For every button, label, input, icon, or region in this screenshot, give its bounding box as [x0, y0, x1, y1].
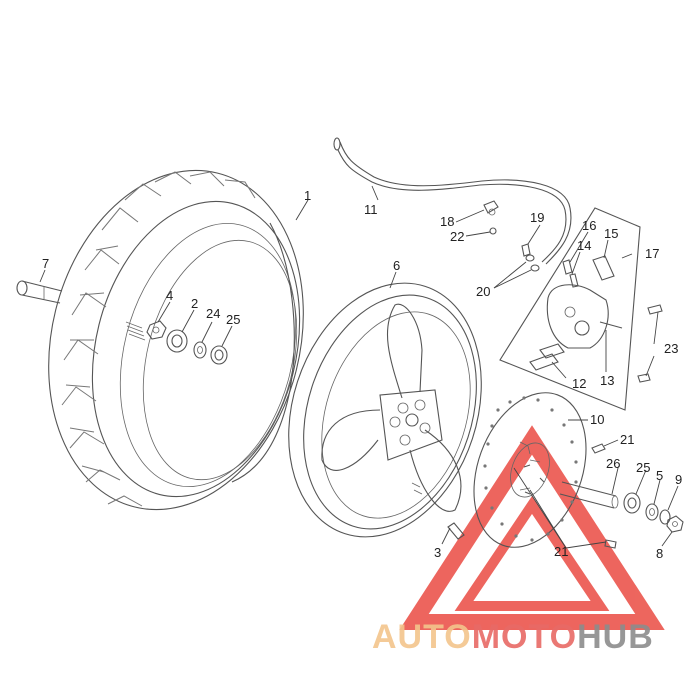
callout-labels: 1 2 3 4 5 6 7 8 9 10 11 12 13 14 15 16 1…	[42, 188, 682, 561]
brake-disc	[473, 392, 587, 548]
pad-spring-15	[592, 255, 615, 281]
ring-5	[645, 503, 659, 521]
callout-3: 3	[434, 545, 441, 560]
brake-hose	[333, 137, 572, 265]
callout-17: 17	[645, 246, 659, 261]
callout-18: 18	[440, 214, 454, 229]
banjo-bolt-19	[521, 243, 531, 257]
bearing-25-left	[210, 345, 228, 365]
caliper-box	[499, 207, 641, 411]
leader-lines	[39, 185, 679, 549]
washers-20	[525, 254, 540, 272]
watermark-part-hub: HUB	[577, 618, 654, 656]
nut-8	[666, 515, 684, 533]
callout-13: 13	[600, 373, 614, 388]
rim	[288, 282, 482, 538]
bearing-25-right	[623, 492, 641, 514]
callout-5: 5	[656, 468, 663, 483]
callout-9: 9	[675, 472, 682, 487]
axle	[16, 280, 63, 304]
pad-pin-13	[599, 321, 623, 329]
bleed-valve-16	[562, 259, 573, 275]
callout-15: 15	[604, 226, 618, 241]
callout-6: 6	[393, 258, 400, 273]
callout-23: 23	[664, 341, 678, 356]
callout-26: 26	[606, 456, 620, 471]
callout-24: 24	[206, 306, 220, 321]
screw-21-upper	[591, 443, 606, 454]
callout-16: 16	[582, 218, 596, 233]
callout-10: 10	[590, 412, 604, 427]
nut-4	[146, 320, 167, 340]
callout-8: 8	[656, 546, 663, 561]
callout-14: 14	[577, 238, 591, 253]
callout-1: 1	[304, 188, 311, 203]
callout-20: 20	[476, 284, 490, 299]
ring-9	[659, 509, 671, 525]
spacer-26	[559, 481, 619, 509]
callout-21-lower: 21	[554, 544, 568, 559]
caliper-bolts-23	[637, 304, 663, 383]
callout-25-left: 25	[226, 312, 240, 327]
callout-19: 19	[530, 210, 544, 225]
tyre	[48, 169, 304, 511]
screw-22	[489, 227, 497, 235]
callout-25-right: 25	[636, 460, 650, 475]
callout-22: 22	[450, 229, 464, 244]
watermark-part-auto: AUTO	[372, 618, 472, 656]
callout-11: 11	[364, 202, 378, 217]
watermark-wordmark: AUTOMOTOHUB	[372, 618, 654, 656]
callout-12: 12	[572, 376, 586, 391]
pin-14	[569, 273, 579, 288]
callout-4: 4	[166, 288, 173, 303]
watermark-part-moto: MOTO	[472, 618, 577, 656]
svg-text:AUTOMOTOHUB: AUTOMOTOHUB	[372, 618, 654, 656]
watermark-logo-triangle	[399, 425, 665, 630]
washer-24	[193, 341, 207, 359]
callout-2: 2	[191, 296, 198, 311]
disc-screws	[411, 482, 465, 540]
hose-clamp-18	[483, 200, 499, 216]
bearing-2	[166, 329, 188, 353]
brake-pads-12	[529, 343, 565, 371]
caliper-body	[546, 284, 609, 349]
screw-21-lower	[604, 539, 617, 549]
spacer-spring	[125, 321, 146, 341]
callout-7: 7	[42, 256, 49, 271]
callout-21-upper: 21	[620, 432, 634, 447]
